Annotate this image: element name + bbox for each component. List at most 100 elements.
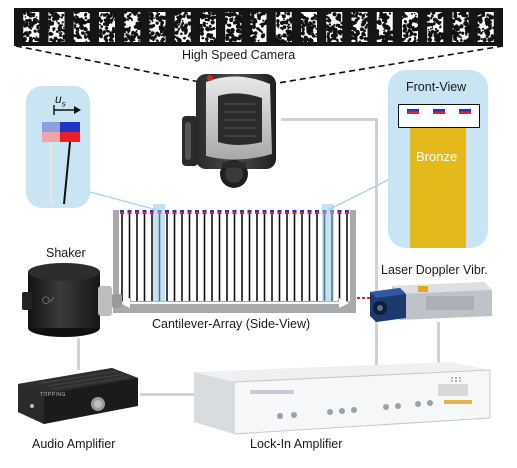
speckle-frame (299, 12, 319, 44)
cantilever-marker-blue (187, 210, 192, 212)
cantilever-marker-blue (285, 210, 289, 212)
cantilever-marker-blue (195, 210, 199, 212)
speckle-image-strip (14, 8, 503, 46)
cantilever-marker-blue (142, 210, 147, 212)
cantilever-marker-red (217, 212, 222, 214)
speckle-frame (349, 10, 370, 44)
cantilever-highlight-left (153, 204, 165, 302)
audio-brand-label: TOPPING (40, 392, 66, 398)
cantilever-marker-blue (172, 210, 177, 212)
front-view-label: Front-View (406, 80, 467, 94)
cantilever-marker-red (187, 212, 192, 214)
laser-label: Laser Doppler Vibr. (381, 263, 488, 277)
cantilever-marker-red (120, 212, 124, 214)
speckle-frame (451, 10, 471, 44)
wire-laser-to-lockin (437, 322, 440, 368)
cantilever-marker-blue (240, 210, 244, 212)
cantilever-marker-blue (165, 210, 169, 212)
svg-text:◯ ⁄: ◯ ⁄ (42, 296, 55, 304)
speckle-frame (198, 10, 218, 44)
bronze-label: Bronze (416, 149, 458, 164)
cantilever-marker-blue (337, 210, 342, 212)
front-view-marker (459, 109, 471, 114)
speckle-frame (147, 11, 167, 43)
cantilever-marker-red (232, 212, 237, 214)
cantilever-marker-red (285, 212, 289, 214)
laser-vibrometer-icon (370, 282, 492, 322)
cantilever-marker-red (255, 212, 259, 214)
cantilever-marker-red (292, 212, 297, 214)
cantilever-marker-red (300, 212, 304, 214)
speckle-frame (223, 11, 243, 43)
speckle-frame (173, 10, 193, 44)
cantilever-marker-red (210, 212, 214, 214)
speckle-frame (375, 11, 395, 44)
excitation-arrow-icon (120, 298, 349, 308)
cantilever-marker-blue (247, 210, 252, 212)
cantilever-marker-blue (262, 210, 267, 212)
cantilever-marker-red (240, 212, 244, 214)
front-view-marker (433, 109, 445, 114)
displacement-label: us (55, 92, 66, 109)
cantilever-marker-blue (135, 210, 139, 212)
cantilever-marker-red (270, 212, 274, 214)
cantilever-marker-red (307, 212, 312, 214)
shaker-label: Shaker (46, 246, 86, 260)
cantilever-marker-blue (300, 210, 304, 212)
lock-in-amplifier-label: Lock-In Amplifier (250, 437, 343, 451)
speckle-frame (72, 10, 92, 44)
cantilever-marker-red (150, 212, 154, 214)
cantilever-marker-blue (232, 210, 237, 212)
cantilever-marker-blue (202, 210, 207, 212)
cantilever-marker-red (315, 212, 319, 214)
cantilever-marker-blue (307, 210, 312, 212)
cantilever-highlight-right (322, 204, 334, 302)
cantilever-marker-red (262, 212, 267, 214)
lock-in-amplifier-icon (194, 362, 491, 435)
displacement-detail-bubble: us (26, 86, 90, 208)
speckle-frame (21, 11, 42, 44)
cantilever-marker-red (127, 212, 132, 214)
cantilever-marker-blue (292, 210, 297, 212)
speckle-frame (476, 10, 496, 43)
cantilever-marker-blue (225, 210, 229, 212)
cantilever-marker-blue (150, 210, 154, 212)
cantilever-marker-blue (270, 210, 274, 212)
speckle-frame (47, 10, 67, 44)
audio-amplifier-label: Audio Amplifier (32, 437, 116, 451)
cantilever-marker-blue (210, 210, 214, 212)
cantilever-marker-red (165, 212, 169, 214)
wire-camera-to-lockin-v (375, 118, 378, 366)
wire-amp-to-lockin (140, 393, 196, 396)
shaker-icon: ◯ ⁄ (22, 263, 122, 337)
front-view-top-block (398, 104, 480, 128)
speckle-frame (400, 11, 419, 44)
cantilever-marker-blue (120, 210, 124, 212)
camera-label: High Speed Camera (182, 48, 296, 62)
speckle-frame (122, 10, 143, 43)
cantilever-marker-red (172, 212, 177, 214)
speckle-frame (248, 10, 268, 43)
cantilever-label: Cantilever-Array (Side-View) (152, 317, 311, 331)
displacement-arrow-icon (42, 105, 81, 205)
cantilever-marker-blue (345, 210, 349, 212)
cantilever-marker-red (202, 212, 207, 214)
audio-amplifier-icon (18, 368, 138, 424)
cantilever-marker-blue (315, 210, 319, 212)
high-speed-camera-icon (182, 74, 276, 188)
cantilever-marker-red (225, 212, 229, 214)
cantilever-marker-red (277, 212, 282, 214)
wire-camera-to-lockin-h (281, 118, 377, 121)
cantilever-marker-red (337, 212, 342, 214)
cantilever-marker-blue (180, 210, 184, 212)
cantilever-marker-red (180, 212, 184, 214)
speckle-frame (96, 11, 117, 43)
wire-shaker-to-amp (77, 338, 80, 370)
cantilever-marker-blue (277, 210, 282, 212)
speckle-frames (21, 10, 496, 44)
cantilever-marker-red (142, 212, 147, 214)
cantilever-marker-red (135, 212, 139, 214)
front-view-bubble: Front-View Bronze (388, 70, 488, 248)
cantilever-marker-blue (217, 210, 222, 212)
